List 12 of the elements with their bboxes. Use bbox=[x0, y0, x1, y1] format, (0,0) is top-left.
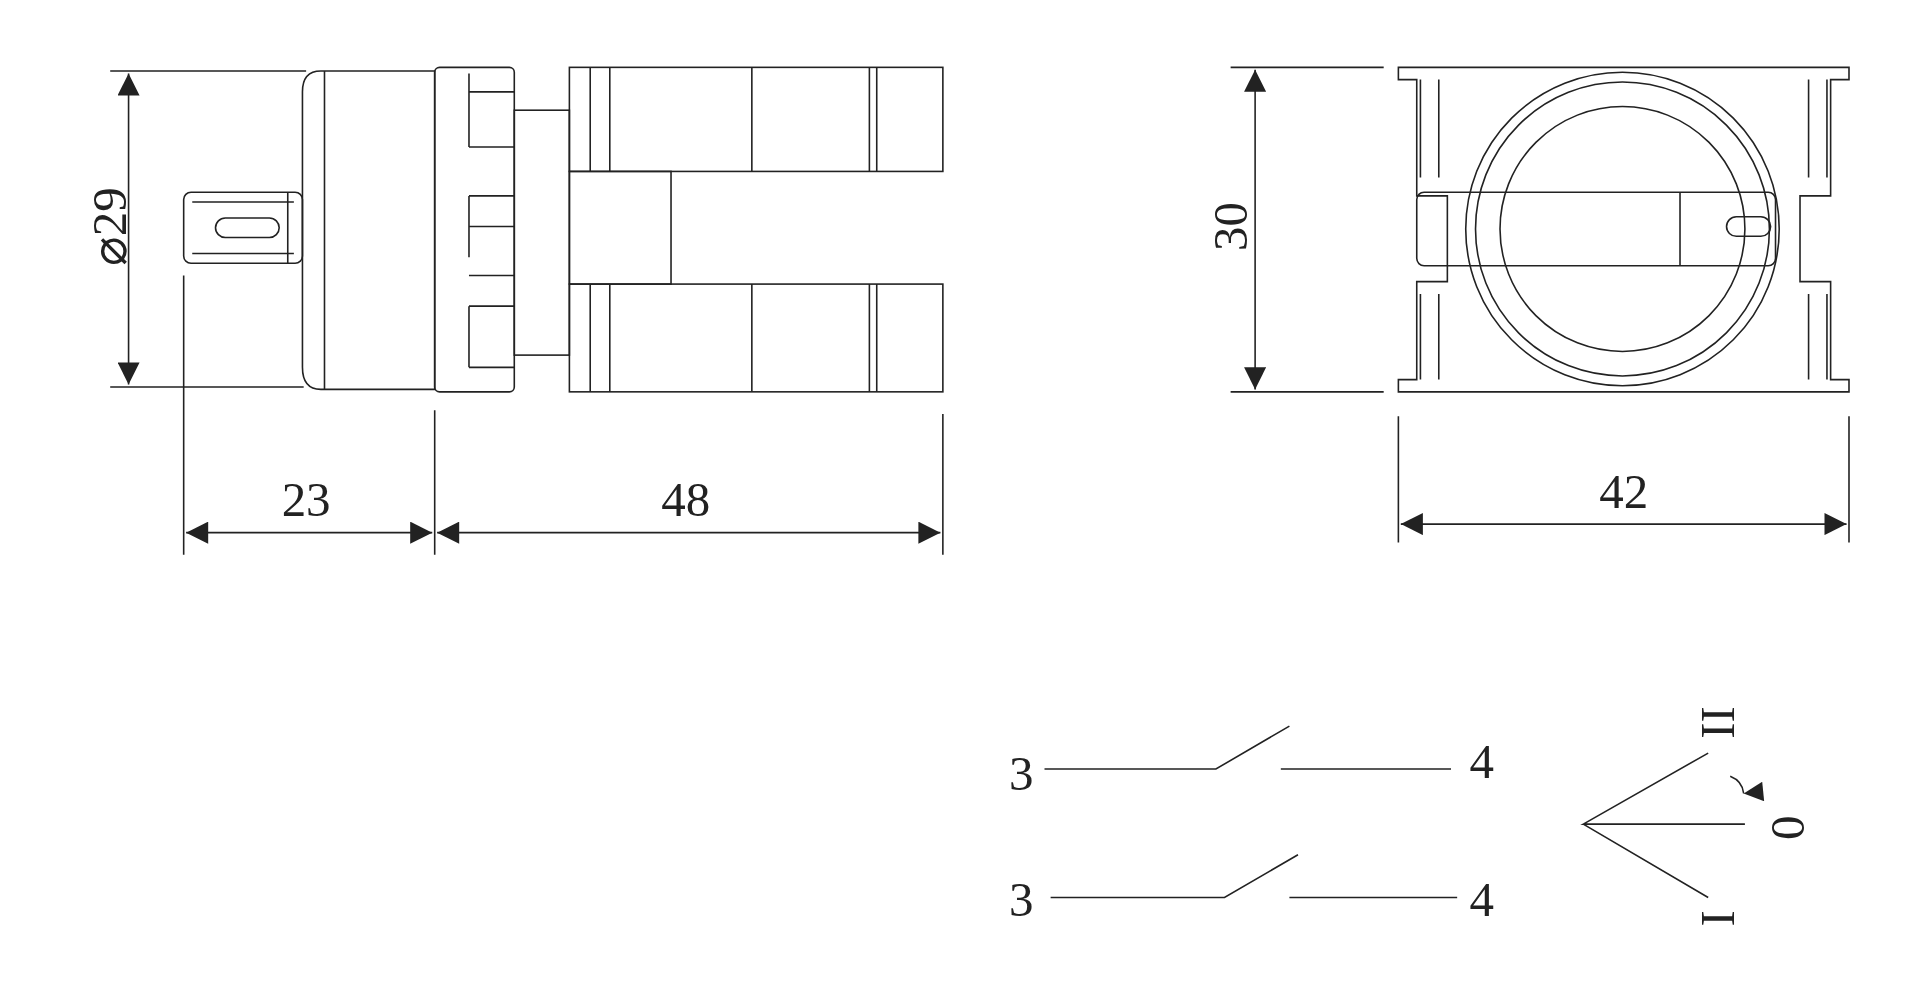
position-label: II bbox=[1693, 706, 1743, 739]
dimension-text: 23 bbox=[281, 475, 331, 525]
dimension-text: 30 bbox=[1206, 202, 1256, 251]
position-label: 0 bbox=[1763, 815, 1813, 840]
position-label: I bbox=[1693, 910, 1743, 927]
dimension-text: 42 bbox=[1599, 467, 1649, 517]
terminal-number: 4 bbox=[1469, 737, 1494, 787]
dimension-text: 48 bbox=[661, 475, 711, 525]
terminal-number: 3 bbox=[1009, 749, 1034, 799]
terminal-number: 3 bbox=[1009, 875, 1034, 925]
terminal-number: 4 bbox=[1469, 875, 1494, 925]
dimension-text: ⌀29 bbox=[85, 187, 135, 266]
